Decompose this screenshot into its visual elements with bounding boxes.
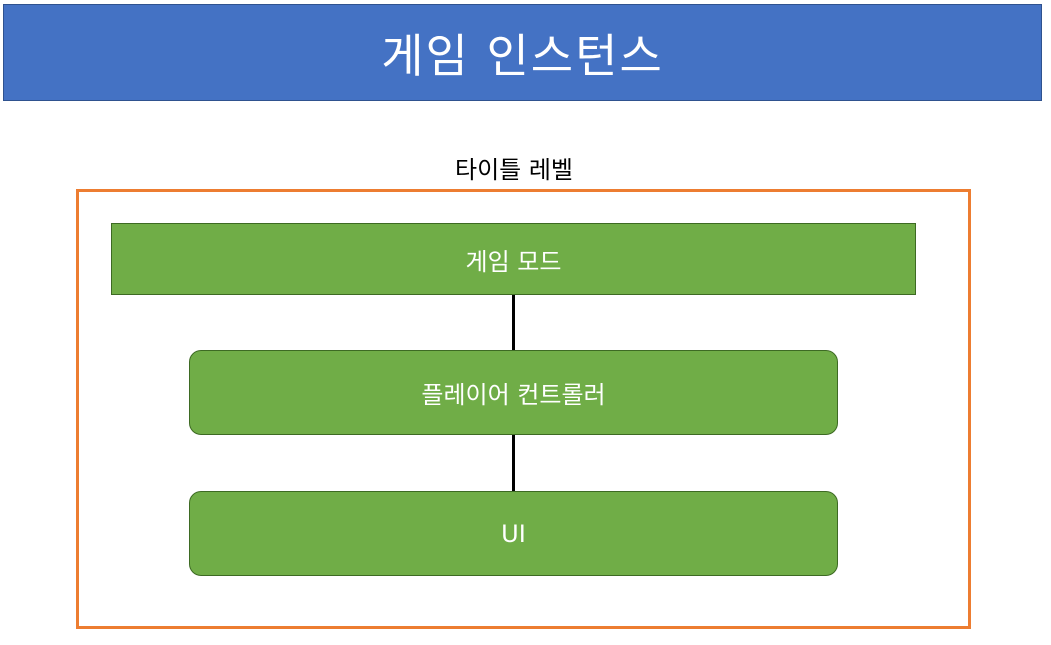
connector-game-mode-to-player-controller xyxy=(512,295,515,350)
ui-label: UI xyxy=(501,519,526,548)
game-instance-banner: 게임 인스턴스 xyxy=(3,4,1042,101)
player-controller-node: 플레이어 컨트롤러 xyxy=(189,350,838,435)
ui-node: UI xyxy=(189,491,838,576)
game-mode-label: 게임 모드 xyxy=(465,247,562,276)
level-label: 타이틀 레벨 xyxy=(454,156,574,184)
player-controller-label: 플레이어 컨트롤러 xyxy=(421,381,606,409)
title-level-container xyxy=(76,189,971,629)
game-instance-title: 게임 인스턴스 xyxy=(381,28,664,83)
connector-player-controller-to-ui xyxy=(512,435,515,491)
game-mode-node: 게임 모드 xyxy=(111,223,916,295)
